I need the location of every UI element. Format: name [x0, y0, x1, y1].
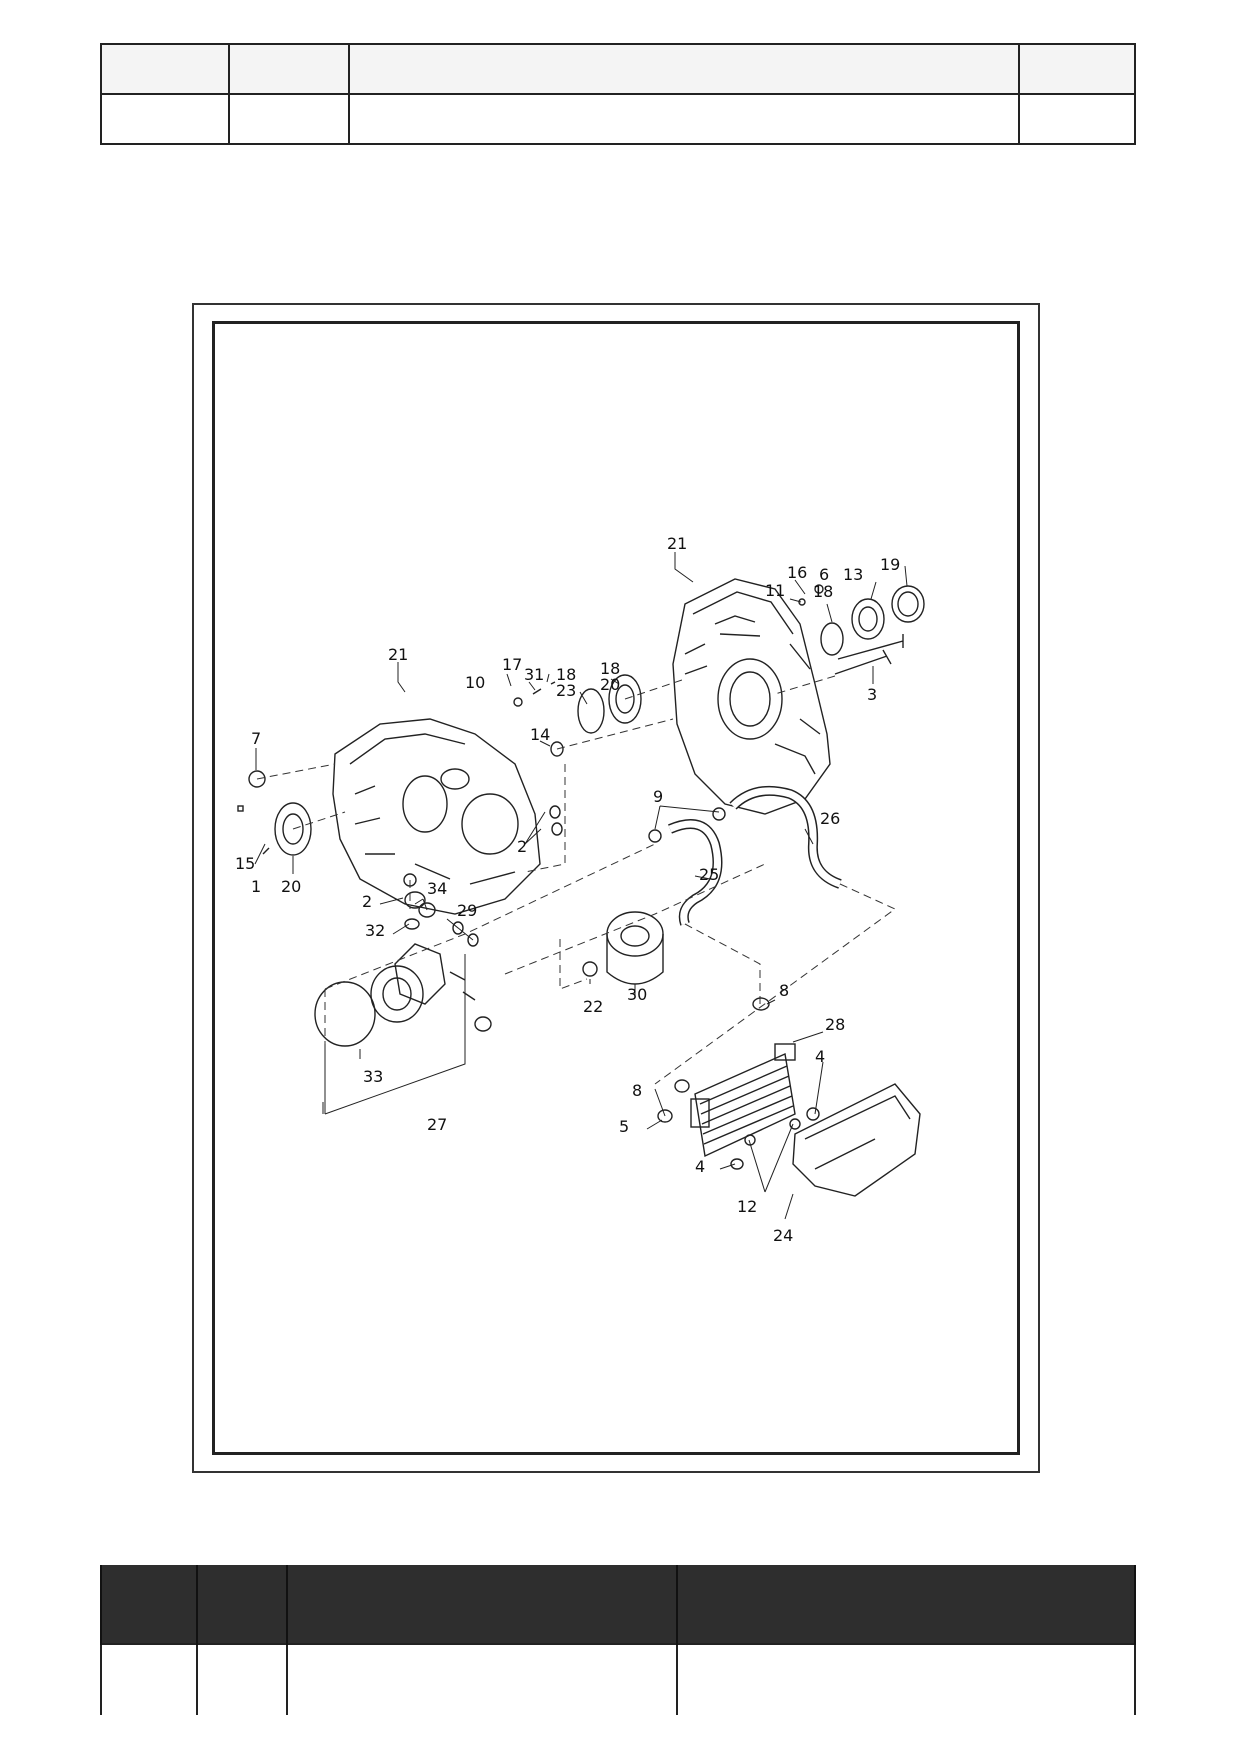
- parts-list-table: [100, 1565, 1136, 1715]
- header-row-2: [100, 93, 1136, 145]
- callout-2: 2: [517, 837, 527, 856]
- callout-9: 9: [653, 787, 663, 806]
- callout-7: 7: [251, 729, 261, 748]
- callout-6: 6: [819, 565, 829, 584]
- parts-list-row: [100, 1643, 1136, 1715]
- callout-22: 22: [583, 997, 603, 1016]
- long-bolt: [834, 649, 892, 675]
- header-cell: [100, 1565, 198, 1644]
- callout-25: 25: [699, 865, 719, 884]
- callout-26: 26: [820, 809, 840, 828]
- assembly-lines: [256, 675, 896, 1085]
- header-cell: [196, 1565, 288, 1644]
- table-cell: [286, 1643, 678, 1715]
- header-cell: [676, 1565, 1136, 1644]
- leader-lines: [254, 552, 908, 1220]
- callout-15: 15: [235, 854, 255, 873]
- callout-4: 4: [815, 1047, 825, 1066]
- callout-33: 33: [363, 1067, 383, 1086]
- callout-28: 28: [825, 1015, 845, 1034]
- callout-32: 32: [365, 921, 385, 940]
- header-cell: [100, 93, 230, 145]
- callout-31: 31: [524, 665, 544, 684]
- callout-17: 17: [502, 655, 522, 674]
- callout-8: 8: [779, 981, 789, 1000]
- table-cell: [676, 1643, 1136, 1715]
- table-cell: [196, 1643, 288, 1715]
- callout-18: 18: [556, 665, 576, 684]
- callout-24: 24: [773, 1226, 793, 1245]
- crankcase-oil-cooler-drawing: 2116116181319321173110182318201471512022…: [235, 534, 925, 1245]
- header-cell: [348, 93, 1020, 145]
- callout-18: 18: [813, 582, 833, 601]
- callout-8: 8: [632, 1081, 642, 1100]
- header-cell: [228, 43, 350, 95]
- callout-30: 30: [627, 985, 647, 1004]
- callout-5: 5: [619, 1117, 629, 1136]
- callout-27: 27: [427, 1115, 447, 1134]
- callout-13: 13: [843, 565, 863, 584]
- header-table: [100, 43, 1136, 145]
- callout-14: 14: [530, 725, 550, 744]
- callout-19: 19: [880, 555, 900, 574]
- middle-bearing-parts: [237, 674, 642, 887]
- bearing-seal-set: [798, 584, 925, 660]
- oil-filter-illustration: [582, 911, 664, 985]
- header-cell: [348, 43, 1020, 95]
- oil-filter-housing-illustration: [314, 891, 492, 1047]
- right-crankcase-illustration: [672, 578, 831, 815]
- callout-12: 12: [737, 1197, 757, 1216]
- callout-20: 20: [281, 877, 301, 896]
- callout-29: 29: [457, 901, 477, 920]
- header-cell: [286, 1565, 678, 1644]
- table-cell: [100, 1643, 198, 1715]
- oil-hoses-illustration: [648, 785, 842, 926]
- callout-21: 21: [667, 534, 687, 553]
- callout-23: 23: [556, 681, 576, 700]
- header-cell: [100, 43, 230, 95]
- cooler-cover-illustration: [792, 1083, 921, 1197]
- header-cell: [1018, 43, 1136, 95]
- callout-3: 3: [867, 685, 877, 704]
- callout-21: 21: [388, 645, 408, 664]
- callout-34: 34: [427, 879, 447, 898]
- header-row-1: [100, 43, 1136, 95]
- callout-4: 4: [695, 1157, 705, 1176]
- callout-11: 11: [765, 581, 785, 600]
- callout-2: 2: [362, 892, 372, 911]
- left-crankcase-illustration: [332, 718, 541, 915]
- callout-18: 18: [600, 659, 620, 678]
- callout-16: 16: [787, 563, 807, 582]
- header-cell: [228, 93, 350, 145]
- callout-1: 1: [251, 877, 261, 896]
- parts-list-header-row: [100, 1565, 1136, 1644]
- header-cell: [1018, 93, 1136, 145]
- callout-10: 10: [465, 673, 485, 692]
- oil-cooler-illustration: [657, 997, 820, 1170]
- callout-20: 20: [600, 675, 620, 694]
